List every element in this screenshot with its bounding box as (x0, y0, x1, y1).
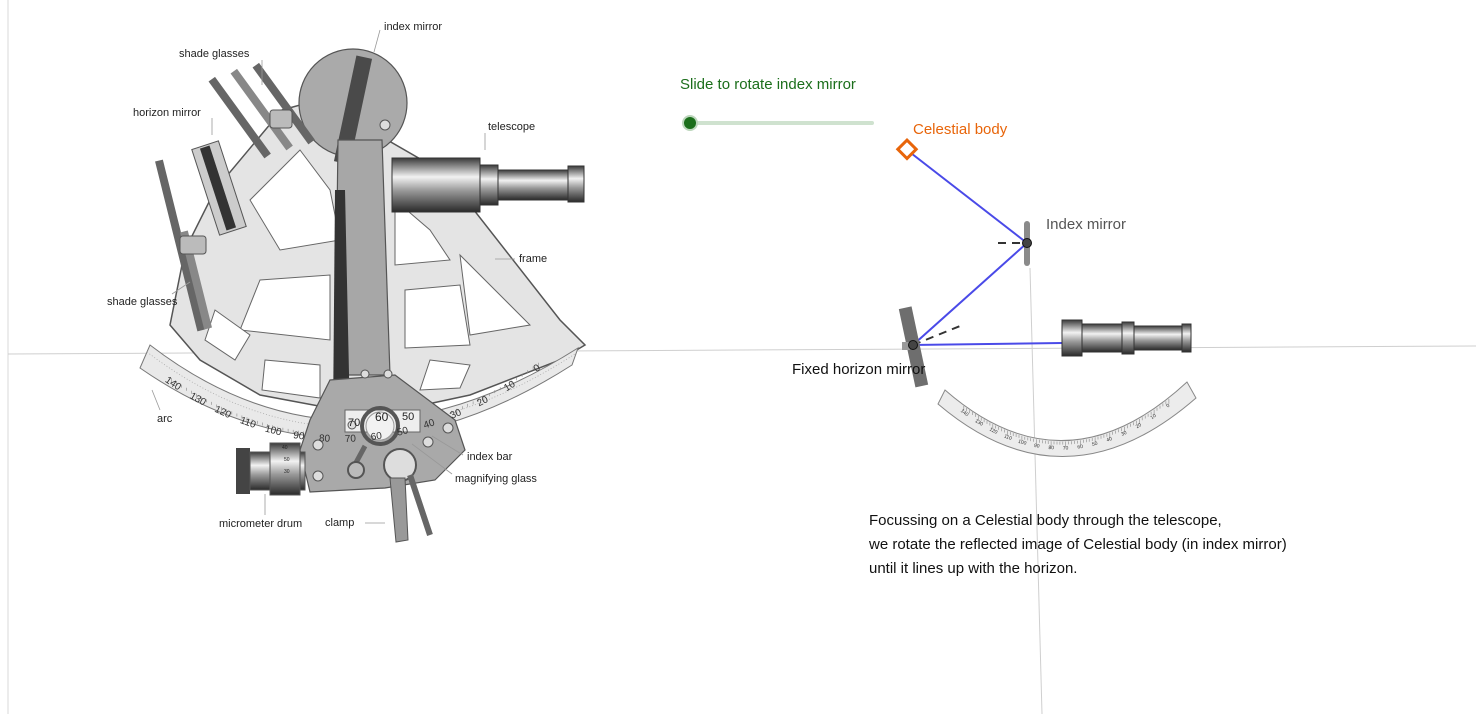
index-mirror-pivot (1022, 238, 1032, 248)
micrometer-drum-knob (236, 448, 250, 494)
micrometer-mark-30: 30 (284, 469, 290, 475)
mini-arc-label-10: 10 (1150, 413, 1158, 421)
label-horizon-mirror: horizon mirror (133, 107, 201, 119)
description: Focussing on a Celestial body through th… (869, 509, 1287, 581)
arc-label-40: 40 (422, 417, 436, 431)
micrometer-mark-50: 50 (284, 457, 290, 463)
index-mirror-label: Index mirror (1046, 216, 1126, 233)
vernier-60: 60 (375, 410, 389, 424)
mini-arc-ticks (963, 398, 1170, 447)
index-mirror-glass (333, 55, 373, 165)
micrometer-mark-40: 40 (282, 445, 288, 451)
horizon-mirror-label: Fixed horizon mirror (792, 361, 925, 378)
slider-label: Slide to rotate index mirror (680, 76, 856, 93)
arc-label-0: 0 (532, 362, 543, 374)
arc-label-60: 60 (370, 431, 383, 444)
arc-label-110: 110 (238, 415, 257, 431)
arc-label-10: 10 (502, 379, 518, 394)
label-micrometer-drum: micrometer drum (219, 518, 302, 530)
description-line-1: Focussing on a Celestial body through th… (869, 512, 1222, 529)
label-index-mirror: index mirror (384, 21, 442, 33)
arc-label-70: 70 (345, 434, 357, 446)
arc-label-50: 50 (396, 425, 410, 438)
shade-glasses-bottom (155, 159, 212, 332)
mini-arc-label-120: 120 (988, 427, 998, 436)
slider-knob[interactable] (682, 115, 698, 131)
label-telescope: telescope (488, 121, 535, 133)
sextant-illustration: index mirror shade glasses horizon mirro… (107, 21, 587, 543)
arc-label-100: 100 (264, 424, 283, 439)
mini-arc-scale (937, 381, 1197, 457)
celestial-body-label: Celestial body (913, 121, 1008, 138)
arc-label-20: 20 (475, 394, 490, 409)
light-ray (906, 149, 1063, 347)
mini-arc-label-40: 40 (1106, 436, 1113, 444)
horizon-mirror-mount (902, 342, 910, 350)
horizon-mirror-normal (912, 325, 961, 346)
vernier-70: 70 (348, 417, 360, 429)
magnifier-ring (360, 406, 400, 446)
horizon-mirror-illustration (191, 140, 247, 236)
index-normal-line (1029, 267, 1043, 714)
mini-arc-label-130: 130 (974, 418, 984, 428)
horizon-mirror-pivot (908, 340, 918, 350)
label-index-bar: index bar (467, 451, 513, 463)
shade-glasses-top (208, 62, 315, 159)
celestial-body-marker[interactable] (895, 137, 919, 161)
description-line-2: we rotate the reflected image of Celesti… (869, 536, 1287, 553)
clamp-lever (389, 477, 409, 543)
diagram-telescope (1061, 319, 1192, 357)
mini-arc-label-100: 100 (1017, 439, 1027, 447)
label-frame: frame (519, 253, 547, 265)
label-clamp: clamp (325, 517, 354, 529)
label-shade-glasses-top: shade glasses (179, 48, 250, 60)
mini-arc-label-0: 0 (1165, 403, 1171, 410)
label-magnifying-glass: magnifying glass (455, 473, 537, 485)
mini-arc-label-110: 110 (1003, 434, 1013, 443)
mini-arc-label-90: 90 (1033, 443, 1040, 450)
arc-label-80: 80 (319, 433, 331, 445)
arc-label-30: 30 (449, 407, 464, 422)
mini-arc-label-50: 50 (1091, 441, 1098, 448)
vernier-50: 50 (402, 411, 414, 423)
mini-arc-label-30: 30 (1120, 430, 1128, 438)
mini-arc-label-60: 60 (1077, 444, 1084, 451)
label-arc: arc (157, 413, 173, 425)
mini-arc-label-140: 140 (959, 408, 969, 418)
arc-label-90: 90 (292, 430, 305, 443)
telescope-illustration (391, 157, 585, 213)
mini-arc-label-70: 70 (1063, 445, 1069, 451)
label-shade-glasses-bottom: shade glasses (107, 296, 178, 308)
mini-arc-label-80: 80 (1048, 445, 1054, 451)
description-line-3: until it lines up with the horizon. (869, 560, 1078, 577)
optics-diagram: Celestial body Index mirror Fixed horizo… (792, 121, 1197, 457)
mini-arc-label-20: 20 (1135, 422, 1143, 430)
arc-scale (139, 344, 579, 439)
